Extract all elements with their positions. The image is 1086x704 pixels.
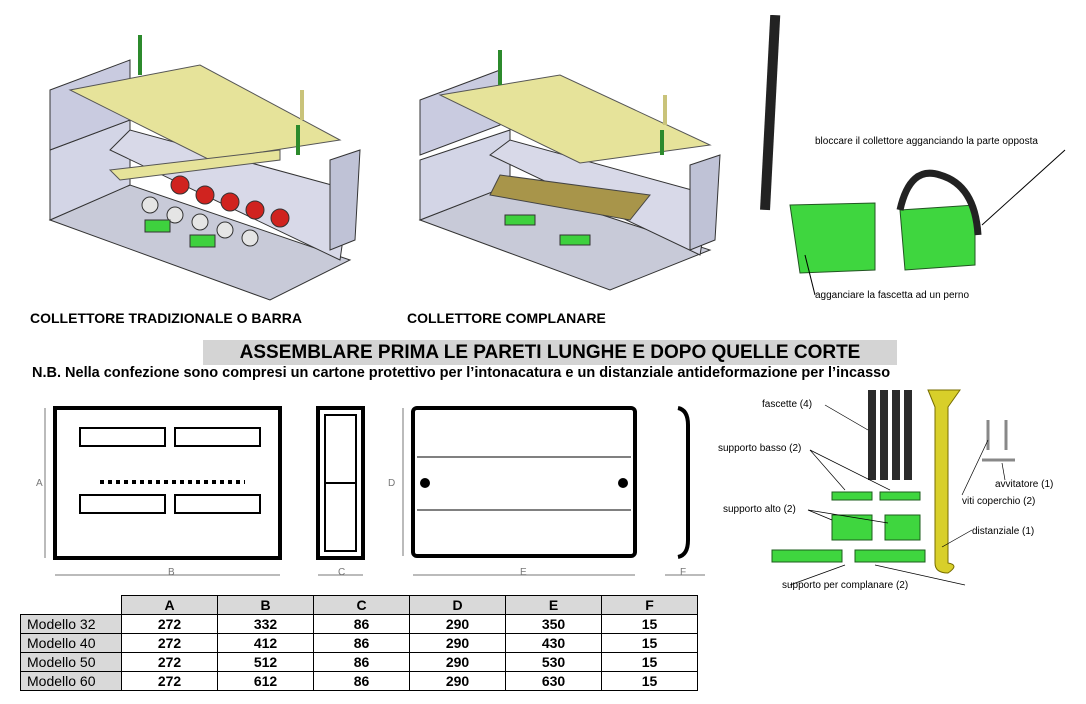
table-row: Modello 32 272 332 86 290 350 15: [20, 614, 698, 634]
col-d: D: [409, 595, 506, 615]
part-viti-coperchio: viti coperchio (2): [962, 496, 1036, 507]
note-bloccare: bloccare il collettore agganciando la pa…: [815, 136, 1038, 147]
cell: 272: [121, 671, 218, 691]
cell: 290: [409, 652, 506, 672]
part-fascette: fascette (4): [762, 399, 813, 410]
cell: 332: [217, 614, 314, 634]
illustration-collettore-complanare: [418, 50, 721, 291]
part-avvitatore: avvitatore (1): [995, 479, 1054, 490]
dim-c: C: [338, 567, 346, 578]
cell: 86: [313, 652, 410, 672]
cell: 86: [313, 614, 410, 634]
cell: 15: [601, 614, 698, 634]
cell: 272: [121, 614, 218, 634]
drawing-side: [316, 406, 365, 576]
note-agganciare: agganciare la fascetta ad un perno: [815, 290, 969, 301]
cell: 15: [601, 633, 698, 653]
package-note: N.B. Nella confezione sono compresi un c…: [32, 365, 891, 381]
cell: 412: [217, 633, 314, 653]
part-supporto-complanare: supporto per complanare (2): [782, 580, 909, 591]
cell: 630: [505, 671, 602, 691]
cell: 290: [409, 671, 506, 691]
col-f: F: [601, 595, 698, 615]
caption-collettore-complanare: COLLETTORE COMPLANARE: [407, 310, 606, 326]
cell: 430: [505, 633, 602, 653]
table-row: Modello 60 272 612 86 290 630 15: [20, 671, 698, 691]
dim-b: B: [168, 567, 175, 578]
cell: 86: [313, 671, 410, 691]
cell: 15: [601, 671, 698, 691]
col-a: A: [121, 595, 218, 615]
row-name: Modello 32: [20, 614, 122, 634]
dim-e: E: [520, 567, 527, 578]
cell: 290: [409, 614, 506, 634]
assembly-banner: ASSEMBLARE PRIMA LE PARETI LUNGHE E DOPO…: [203, 340, 897, 365]
cell: 86: [313, 633, 410, 653]
row-name: Modello 40: [20, 633, 122, 653]
part-supporto-basso: supporto basso (2): [718, 443, 802, 454]
table-row: Modello 40 272 412 86 290 430 15: [20, 633, 698, 653]
drawing-cover: [402, 406, 637, 576]
dimensions-table: A B C D E F Modello 32 272 332 86 290 35…: [20, 595, 698, 691]
cell: 272: [121, 633, 218, 653]
dim-d: D: [388, 478, 396, 489]
cell: 530: [505, 652, 602, 672]
cell: 612: [217, 671, 314, 691]
cell: 15: [601, 652, 698, 672]
table-header-row: A B C D E F: [20, 595, 698, 615]
drawing-front: [44, 406, 282, 576]
caption-collettore-tradizionale: COLLETTORE TRADIZIONALE O BARRA: [30, 310, 302, 326]
cell: 512: [217, 652, 314, 672]
col-e: E: [505, 595, 602, 615]
cell: 272: [121, 652, 218, 672]
illustration-collettore-tradizionale: [48, 35, 361, 301]
row-name: Modello 50: [20, 652, 122, 672]
table-row: Modello 50 272 512 86 290 530 15: [20, 652, 698, 672]
part-supporto-alto: supporto alto (2): [723, 504, 796, 515]
dim-f: F: [680, 567, 687, 578]
drawing-cover-side: [665, 406, 705, 576]
part-distanziale: distanziale (1): [972, 526, 1035, 537]
col-c: C: [313, 595, 410, 615]
row-name: Modello 60: [20, 671, 122, 691]
cell: 290: [409, 633, 506, 653]
col-b: B: [217, 595, 314, 615]
dim-a: A: [36, 478, 43, 489]
illustration-parts-kit: [771, 389, 1015, 586]
cell: 350: [505, 614, 602, 634]
illustration-fascetta: [760, 15, 1066, 296]
